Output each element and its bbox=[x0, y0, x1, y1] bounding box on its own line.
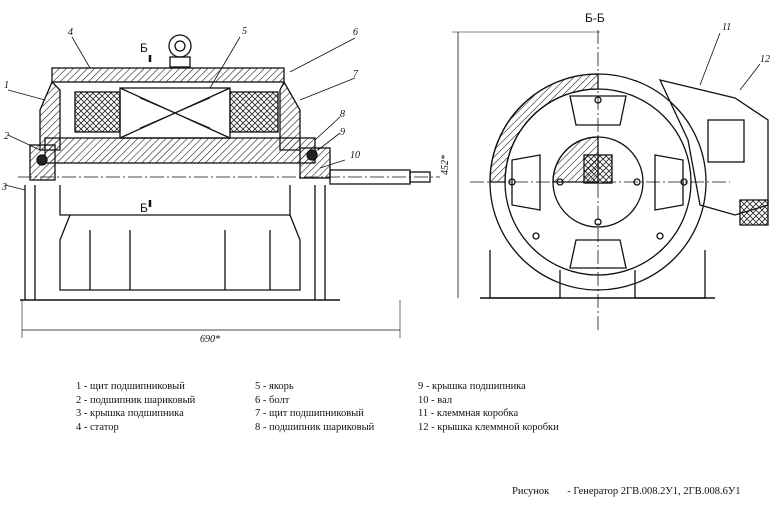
callout-numbers: 4 1 2 3 5 6 7 8 9 10 11 12 bbox=[1, 22, 770, 193]
legend-item: 10 - вал bbox=[418, 394, 453, 406]
legend-column-3: 9 - крышка подшипника 10 - вал 11 - клем… bbox=[418, 380, 559, 434]
section-view-title: Б-Б bbox=[585, 11, 605, 25]
legend-item: 9 - крышка подшипника bbox=[418, 381, 526, 392]
lifting-eye bbox=[168, 34, 192, 58]
legend-item: 1 - щит подшипниковый bbox=[76, 381, 185, 392]
cross-section-view bbox=[452, 30, 769, 330]
callout-5: 5 bbox=[242, 26, 247, 37]
figure-caption: Рисунок - Генератор 2ГВ.008.2У1, 2ГВ.008.… bbox=[512, 486, 759, 497]
legend-item: 2 - подшипник шариковый bbox=[76, 394, 196, 406]
stator-housing bbox=[51, 67, 285, 83]
callout-10: 10 bbox=[350, 150, 360, 161]
legend-item: 7 - щит подшипниковый bbox=[255, 408, 364, 420]
callout-4: 4 bbox=[68, 27, 73, 38]
pole-top bbox=[569, 95, 627, 126]
bearing-left bbox=[36, 154, 48, 166]
callout-6: 6 bbox=[353, 27, 358, 38]
side-section-view bbox=[4, 32, 761, 338]
legend-item: 4 - статор bbox=[76, 421, 119, 433]
legend-item: 3 - крышка подшипника bbox=[76, 408, 184, 420]
winding-right bbox=[229, 91, 279, 133]
callout-9: 9 bbox=[340, 127, 345, 138]
pole-bottom bbox=[569, 239, 627, 269]
legend-item: 5 - якорь bbox=[255, 381, 294, 392]
pole-left bbox=[511, 154, 541, 211]
technical-drawing: 4 1 2 3 5 6 7 8 9 10 11 12 Б Б 690* bbox=[1, 11, 770, 345]
legend-item: 8 - подшипник шариковый bbox=[255, 421, 375, 433]
dimension-length: 690* bbox=[200, 334, 220, 345]
legend-item: 11 - клеммная коробка bbox=[418, 408, 519, 420]
callout-12: 12 bbox=[760, 54, 770, 65]
winding-left bbox=[74, 91, 121, 133]
legend-column-2: 5 - якорь 6 - болт 7 - щит подшипниковый… bbox=[255, 380, 374, 434]
caption-text: - Генератор 2ГВ.008.2У1, 2ГВ.008.6У1 bbox=[567, 486, 741, 497]
callout-11: 11 bbox=[722, 22, 731, 33]
legend-item: 12 - крышка клеммной коробки bbox=[418, 421, 559, 433]
bearing-right bbox=[306, 149, 318, 161]
callout-2: 2 bbox=[4, 131, 9, 142]
callout-1: 1 bbox=[4, 80, 9, 91]
caption-label: Рисунок bbox=[512, 486, 550, 497]
shaft-section bbox=[44, 137, 316, 164]
legend-item: 6 - болт bbox=[255, 394, 290, 406]
callout-8: 8 bbox=[340, 109, 345, 120]
dimension-height: 452* bbox=[440, 155, 451, 175]
pole-right bbox=[654, 154, 684, 211]
terminal-box bbox=[658, 79, 769, 216]
callout-3: 3 bbox=[1, 182, 7, 193]
callout-7: 7 bbox=[353, 69, 359, 80]
section-marker-top: Б bbox=[140, 41, 148, 55]
legend-column-1: 1 - щит подшипниковый 2 - подшипник шари… bbox=[76, 380, 195, 434]
section-marker-bottom: Б bbox=[140, 201, 148, 215]
